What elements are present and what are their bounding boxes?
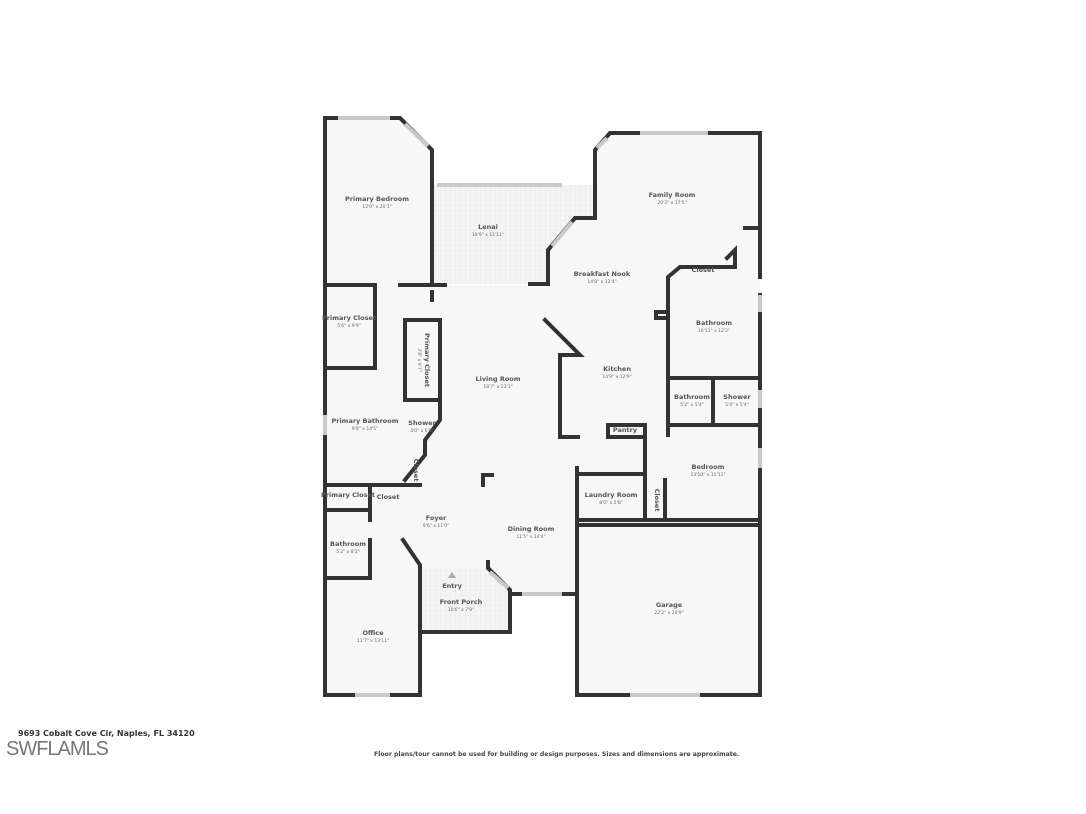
- address: 9693 Cobalt Cove Cir, Naples, FL 34120: [18, 729, 195, 738]
- floor-fill: [325, 118, 760, 695]
- room-name: Laundry Room: [585, 491, 638, 499]
- entry-arrow-icon: [448, 572, 456, 578]
- room-name: Family Room: [649, 191, 696, 199]
- room-label: Closet: [692, 266, 715, 274]
- room-dimensions: 14'8" x 12'4": [587, 279, 616, 285]
- room-name: Bathroom: [696, 319, 732, 327]
- room-dimensions: 12'9" x 20'1": [362, 204, 391, 210]
- room-dimensions: 19'9" x 11'11": [472, 232, 504, 238]
- room-dimensions: 5'4" x 5'4": [725, 402, 749, 408]
- room-name: Primary Bathroom: [331, 417, 398, 425]
- room-dimensions: 10'11" x 12'2": [698, 328, 730, 334]
- room-dimensions: 9'8" x 14'5": [352, 426, 378, 432]
- disclaimer: Floor plans/tour cannot be used for buil…: [374, 751, 740, 758]
- room-name: Lenai: [478, 223, 498, 231]
- room-label: Entry: [442, 582, 462, 590]
- room-dimensions: 10'6" x 7'9": [448, 607, 474, 613]
- room-dimensions: 11'5" x 14'4": [516, 534, 545, 540]
- room-name: Primary Bedroom: [345, 195, 409, 203]
- room-name: Bathroom: [330, 540, 366, 548]
- room-dimensions: 3'8" x 9'7": [416, 348, 422, 372]
- room-label: Primary Closet: [321, 491, 375, 499]
- room-name: Breakfast Nook: [574, 270, 631, 278]
- room-name: Living Room: [475, 375, 520, 383]
- room-dimensions: 9'6" x 11'0": [423, 523, 449, 529]
- porch-floor: [420, 568, 510, 632]
- room-name: Shower: [408, 419, 436, 427]
- room-dimensions: 5'6" x 9'9": [337, 323, 361, 329]
- room-label: Closet: [412, 459, 420, 482]
- room-name: Pantry: [613, 426, 638, 434]
- room-dimensions: 20'3" x 17'5": [657, 200, 686, 206]
- room-name: Shower: [723, 393, 751, 401]
- room-name: Front Porch: [440, 598, 483, 606]
- room-label: Pantry: [613, 426, 638, 434]
- room-dimensions: 13'10" x 11'11": [690, 472, 725, 478]
- room-name: Office: [362, 629, 384, 637]
- room-name: Closet: [377, 493, 400, 501]
- room-name: Kitchen: [603, 365, 631, 373]
- room-name: Primary Closet: [423, 333, 431, 387]
- room-dimensions: 8'0" x 5'8": [599, 500, 623, 506]
- room-dimensions: 18'7" x 23'3": [483, 384, 512, 390]
- lenai-floor: [432, 185, 595, 284]
- room-name: Primary Closet: [322, 314, 376, 322]
- room-name: Closet: [653, 489, 661, 512]
- room-name: Bathroom: [674, 393, 710, 401]
- room-name: Dining Room: [508, 525, 555, 533]
- room-name: Closet: [412, 459, 420, 482]
- room-name: Garage: [656, 601, 683, 609]
- room-label: Closet: [653, 489, 661, 512]
- mls-logo: SWFLAMLS: [6, 738, 109, 760]
- room-name: Closet: [692, 266, 715, 274]
- room-name: Bedroom: [692, 463, 725, 471]
- room-label: Closet: [377, 493, 400, 501]
- windows: [323, 116, 762, 697]
- room-dimensions: 14'9" x 12'9": [602, 374, 631, 380]
- room-name: Primary Closet: [321, 491, 375, 499]
- room-dimensions: 4'0" x 6'0": [410, 428, 434, 434]
- room-dimensions: 22'2" x 20'9": [654, 610, 683, 616]
- room-name: Foyer: [426, 514, 447, 522]
- room-dimensions: 5'2" x 5'4": [680, 402, 704, 408]
- room-name: Entry: [442, 582, 462, 590]
- room-dimensions: 5'2" x 8'2": [336, 549, 360, 555]
- room-dimensions: 11'7" x 13'11": [357, 638, 389, 644]
